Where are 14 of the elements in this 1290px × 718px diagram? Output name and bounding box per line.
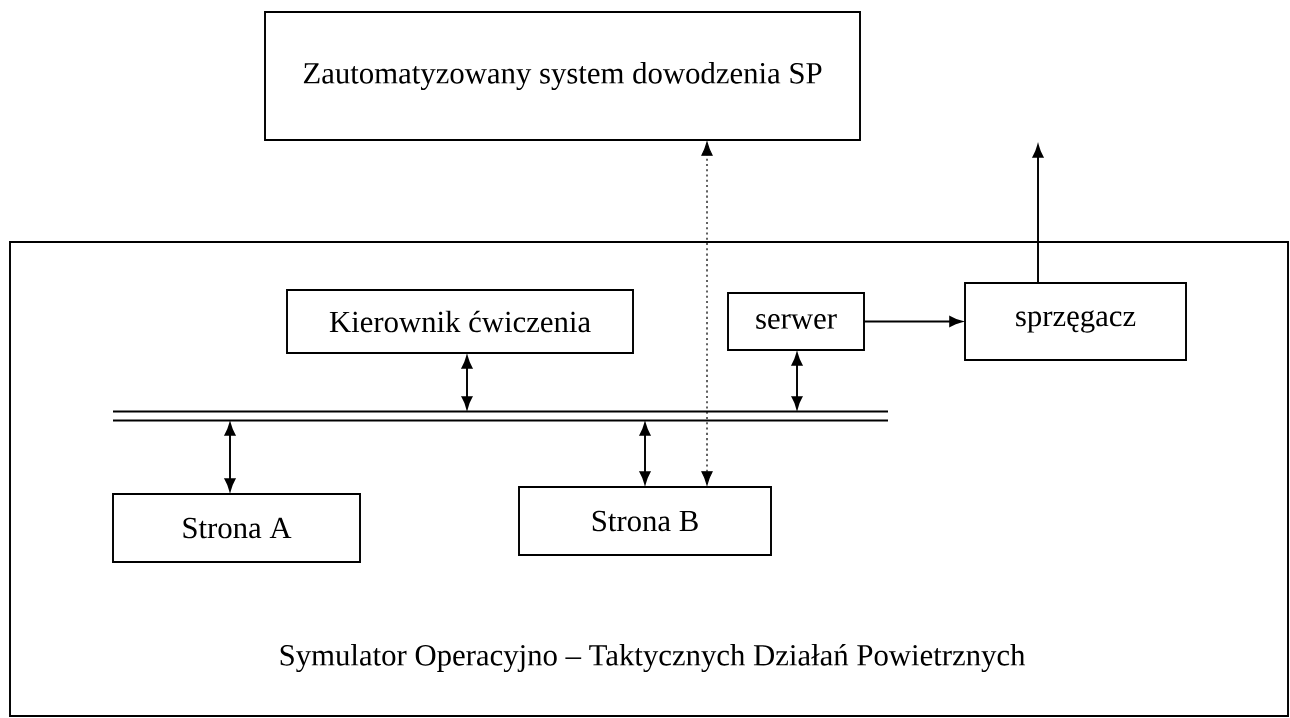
arrow [701,141,713,486]
arrow [224,422,236,492]
bus-line [113,410,888,422]
arrow [639,422,651,485]
process-box: Kierownik ćwiczenia [286,289,634,354]
arrow [461,355,473,410]
process-box: Strona A [112,493,361,563]
arrow [863,316,963,327]
process-box: Strona B [518,486,772,556]
process-box: sprzęgacz [964,282,1187,361]
process-box: serwer [727,292,865,351]
arrow [791,352,803,410]
system-box: Zautomatyzowany system dowodzenia SP [264,11,861,141]
arrow [1032,144,1044,284]
